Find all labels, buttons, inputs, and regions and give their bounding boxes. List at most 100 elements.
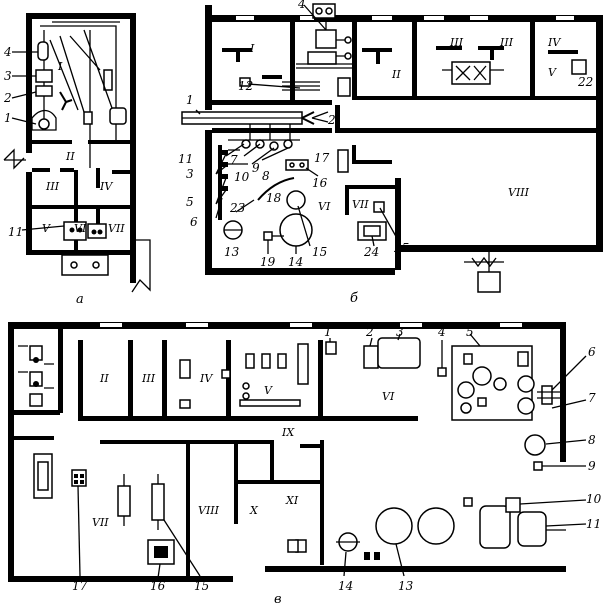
plan-a-wall-left-lower [26, 172, 32, 254]
plan-c-wall-top [8, 322, 566, 329]
plan-a-wall-bottom [26, 250, 136, 255]
plan-c-room-VI: VI [382, 390, 395, 403]
plan-c-callout-8: 8 [588, 433, 596, 447]
plan-b-callout-3: 3 [186, 167, 194, 181]
plan-c-wall-bottom-right [265, 566, 566, 572]
plan-c-callout-11: 11 [586, 517, 601, 531]
plan-b-callout-24: 24 [363, 245, 379, 259]
plan-a-break-mark [3, 148, 25, 170]
plan-c-callout-5: 5 [466, 325, 474, 339]
plan-b-wall-top [205, 15, 603, 22]
plan-b-callout-19: 19 [260, 255, 276, 269]
plan-c-room-IV: IV [199, 372, 213, 385]
plan-a-room-V: V [42, 222, 51, 235]
plan-c-callout-13: 13 [398, 579, 414, 593]
plan-b-caption: б [350, 291, 358, 306]
plan-c-callout-9: 9 [588, 459, 596, 473]
plan-b-callout-4: 4 [297, 0, 306, 11]
plan-b-room-III-a: III [449, 36, 464, 49]
plan-b-room-I: I [249, 42, 255, 55]
plan-b-callout-22: 22 [577, 75, 593, 89]
plan-c-room-III: III [141, 372, 156, 385]
plan-a-callout-3: 3 [4, 69, 12, 83]
plan-c-room-IX: IX [281, 426, 295, 439]
plan-b-callout-17: 17 [314, 151, 330, 165]
plan-a-room-VII: VII [108, 222, 125, 235]
plan-a: 4 3 2 1 11 I II III IV V VI VII а [3, 13, 151, 307]
plan-c-equipment-9 [533, 461, 543, 471]
plan-c-room-VII: VII [92, 516, 109, 529]
plan-b-room-VIII: VIII [508, 186, 530, 199]
plan-a-room-II: II [65, 150, 75, 163]
plan-a-wall-top [26, 13, 136, 19]
plan-b-callout-23: 23 [229, 201, 246, 215]
plan-c-room-X: X [249, 504, 259, 517]
plan-b-callout-11: 11 [178, 152, 193, 166]
plan-b-callout-6: 6 [190, 215, 198, 229]
plan-b-callout-14: 14 [288, 255, 303, 269]
plan-c-callout-4: 4 [437, 325, 446, 339]
plan-b-callout-1: 1 [186, 93, 194, 107]
plan-c-callout-7: 7 [588, 391, 596, 405]
plan-c-wall-right [560, 322, 566, 462]
plan-b-callout-10: 10 [234, 170, 250, 184]
plan-c-callout-3: 3 [396, 325, 404, 339]
plan-a-room-I: I [57, 60, 63, 73]
plan-c-caption: в [274, 592, 282, 607]
plan-b-callout-9: 9 [252, 161, 260, 175]
plan-a-callout-11: 11 [8, 225, 23, 239]
plan-b-room-VII: VII [352, 198, 369, 211]
plan-a-room-IV: IV [99, 180, 113, 193]
plan-c-equipment-8 [524, 434, 546, 456]
plan-b-room-III-b: III [499, 36, 514, 49]
plan-c-callout-1: 1 [324, 325, 332, 339]
plan-b-wall-bottom-right [395, 245, 603, 252]
plan-a-callout-1: 1 [4, 111, 12, 125]
plan-c-callout-2: 2 [365, 325, 374, 339]
plan-c-callout-10: 10 [586, 492, 602, 506]
plan-b-callout-2: 2 [327, 113, 336, 127]
plan-b: 4 22 1 12 2 11 7 10 9 3 8 5 16 17 18 23 … [178, 0, 603, 306]
plan-b-wall-bottom [205, 268, 395, 275]
plan-b-callout-18: 18 [266, 191, 282, 205]
plan-a-callout-2: 2 [3, 91, 12, 105]
plan-a-room-VI: VI [74, 222, 87, 235]
plan-b-room-V: V [548, 66, 557, 79]
plan-c-room-VIII: VIII [198, 504, 220, 517]
plan-c-callout-16: 16 [150, 579, 166, 593]
plan-c-callout-14: 14 [338, 579, 353, 593]
plan-c-callout-6: 6 [588, 345, 596, 359]
plan-a-wall-left [26, 13, 32, 153]
plan-c: 1 2 3 4 5 6 7 8 9 10 11 17 16 15 14 13 I… [8, 322, 602, 607]
plan-b-callout-15: 15 [312, 245, 327, 259]
plan-b-room-IV: IV [547, 36, 561, 49]
plan-b-callout-5: 5 [186, 195, 194, 209]
plan-a-callout-4: 4 [3, 45, 12, 59]
plan-c-callout-15: 15 [194, 579, 209, 593]
plan-a-room-III: III [45, 180, 60, 193]
plan-a-caption: а [76, 292, 84, 307]
plan-c-wall-left [8, 322, 14, 582]
plan-b-callout-16: 16 [312, 176, 328, 190]
plan-c-equipment-10 [479, 505, 511, 549]
plan-b-callout-12: 12 [238, 79, 253, 93]
plan-b-wall-left-lower [205, 130, 212, 275]
plan-a-wall-right [130, 13, 136, 283]
plan-b-callout-25: 25 [393, 241, 409, 255]
plan-c-room-II: II [99, 372, 109, 385]
plan-b-room-VI: VI [318, 200, 331, 213]
plan-c-equipment-3 [377, 337, 421, 369]
plan-c-room-V: V [264, 384, 273, 397]
plan-c-wall-bottom [8, 576, 233, 582]
plan-c-room-XI: XI [285, 494, 299, 507]
plan-b-room-II: II [391, 68, 401, 81]
plan-c-equipment-16 [147, 539, 175, 565]
plan-b-wall-left [205, 5, 212, 110]
plan-c-equipment-1 [325, 341, 337, 355]
plan-b-callout-13: 13 [224, 245, 240, 259]
plan-b-wall-right [596, 15, 603, 250]
plan-c-callout-17: 17 [72, 579, 88, 593]
plan-c-equipment-11 [517, 511, 547, 547]
plan-b-callout-8: 8 [262, 169, 270, 183]
